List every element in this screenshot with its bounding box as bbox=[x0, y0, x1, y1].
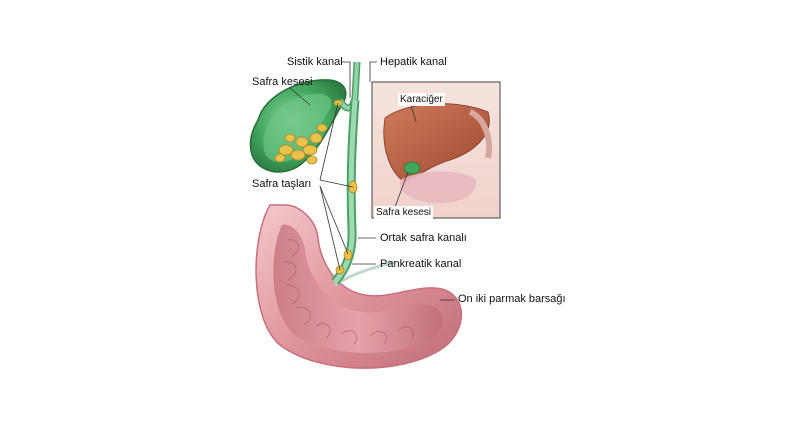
inset-gallbladder bbox=[403, 161, 421, 175]
label-hepatik-kanal: Hepatik kanal bbox=[380, 56, 447, 68]
label-on-iki-parmak-barsagi: On iki parmak barsağı bbox=[458, 293, 566, 305]
gallstones bbox=[274, 99, 358, 275]
duodenum bbox=[255, 204, 462, 369]
label-ortak-safra-kanali: Ortak safra kanalı bbox=[380, 232, 467, 244]
label-safra-taslari: Safra taşları bbox=[252, 178, 312, 190]
label-karaciger: Karaciğer bbox=[398, 93, 445, 106]
label-sistik-kanal: Sistik kanal bbox=[287, 56, 343, 68]
gallbladder bbox=[249, 79, 347, 173]
label-pankreatik-kanal: Pankreatik kanal bbox=[380, 258, 462, 270]
label-safra-kesesi: Safra kesesi bbox=[252, 76, 313, 88]
label-inset-safra-kesesi: Safra kesesi bbox=[374, 206, 434, 219]
leader-lines bbox=[289, 61, 455, 301]
